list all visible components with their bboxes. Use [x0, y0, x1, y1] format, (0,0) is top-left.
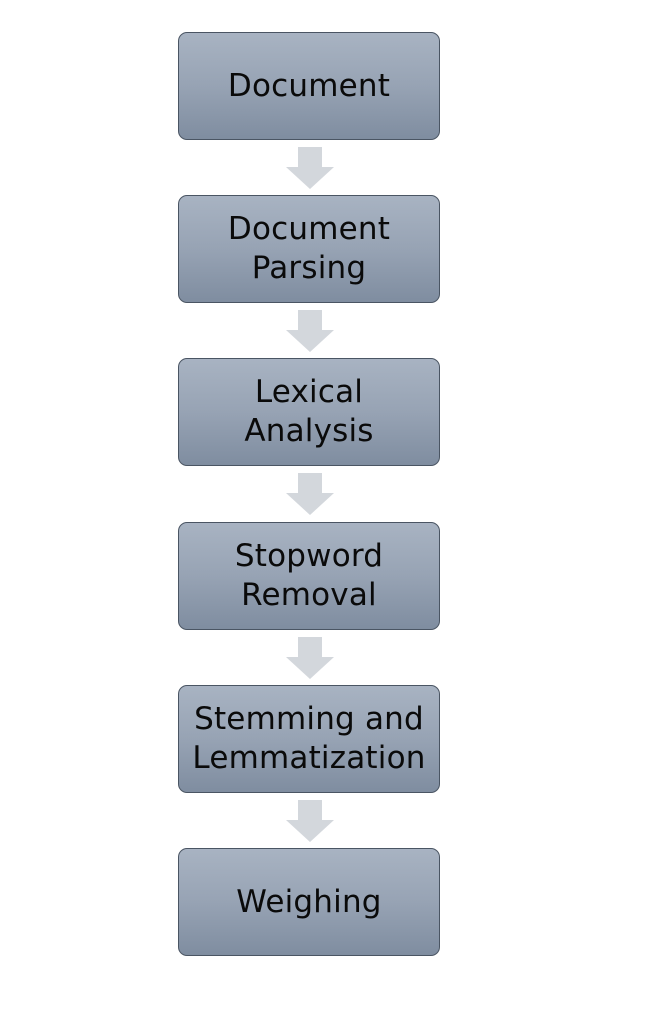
step-stopword-removal: Stopword Removal — [178, 522, 440, 630]
step-label: Weighing — [236, 883, 382, 920]
down-arrow-icon — [286, 800, 334, 842]
step-stemming-lemmatization: Stemming and Lemmatization — [178, 685, 440, 793]
step-lexical-analysis: Lexical Analysis — [178, 358, 440, 466]
down-arrow-icon — [286, 637, 334, 679]
step-label: Stemming and Lemmatization — [192, 701, 426, 776]
down-arrow-icon — [286, 473, 334, 515]
step-label: Stopword Removal — [234, 538, 384, 613]
step-label: Document Parsing — [227, 211, 391, 286]
step-label: Lexical Analysis — [244, 374, 374, 449]
down-arrow-icon — [286, 147, 334, 189]
step-document-parsing: Document Parsing — [178, 195, 440, 303]
step-weighing: Weighing — [178, 848, 440, 956]
step-label: Document — [227, 67, 391, 104]
down-arrow-icon — [286, 310, 334, 352]
step-document: Document — [178, 32, 440, 140]
